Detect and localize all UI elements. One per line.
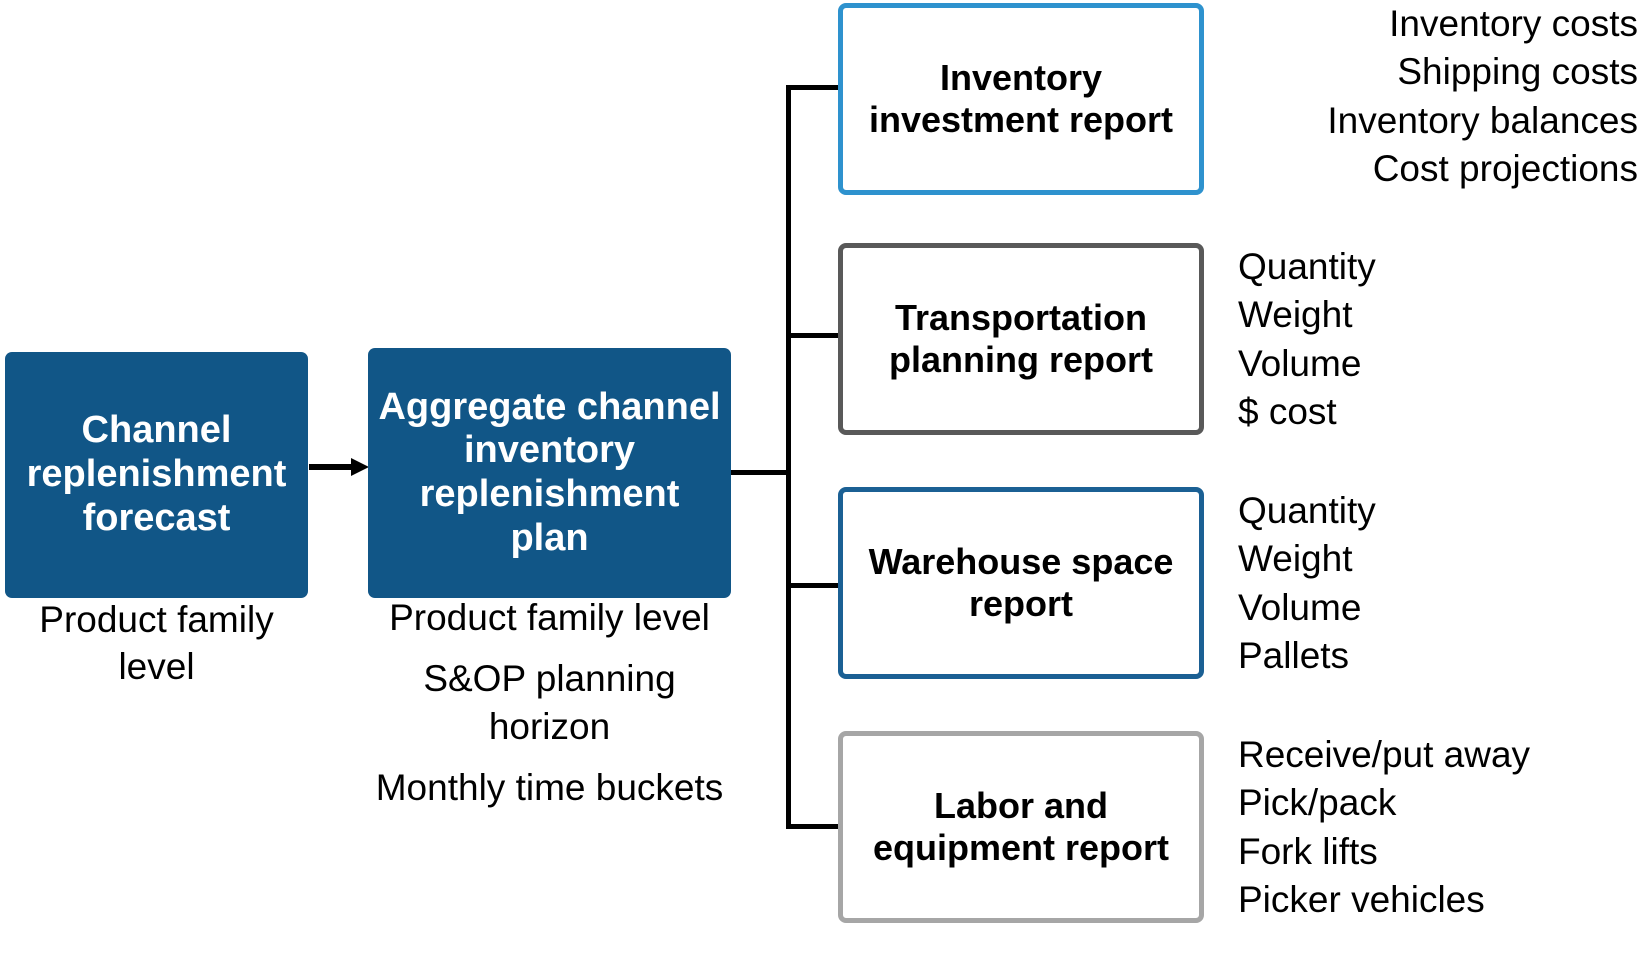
annotation-item: Pick/pack: [1238, 782, 1397, 824]
caption-line: Monthly time buckets: [375, 767, 724, 809]
connector-spine: [786, 85, 791, 827]
annotation-item: Inventory balances: [1327, 99, 1638, 141]
arrow-head: [351, 458, 369, 476]
annotation-list-transportation-planning-report: Quantity Weight Volume $ cost: [1238, 243, 1638, 437]
annotation-item: Volume: [1238, 586, 1362, 628]
annotation-item: Receive/put away: [1238, 734, 1531, 775]
annotation-item: $ cost: [1238, 391, 1337, 433]
caption-line: S&OP planning horizon: [423, 658, 676, 747]
annotation-item: Weight: [1238, 538, 1353, 580]
process-box-aggregate-channel-inventory-replenishment-plan[interactable]: Aggregate channel inventory replenishmen…: [368, 348, 731, 598]
report-box-warehouse-space-report[interactable]: Warehouse space report: [838, 487, 1204, 679]
report-box-label: Labor and equipment report: [872, 784, 1169, 868]
connector-branch-inventory: [786, 85, 843, 90]
report-box-inventory-investment-report[interactable]: Inventory investment report: [838, 3, 1204, 195]
annotation-item: Picker vehicles: [1238, 879, 1485, 921]
caption-line: Product family level: [39, 599, 274, 688]
annotation-item: Shipping costs: [1397, 51, 1638, 93]
report-box-label: Warehouse space report: [868, 540, 1174, 624]
report-box-label: Inventory investment report: [868, 56, 1174, 140]
annotation-list-inventory-investment-report: Inventory costs Shipping costs Inventory…: [1228, 0, 1638, 194]
connector-branch-transportation: [786, 333, 843, 338]
annotation-item: Volume: [1238, 342, 1362, 384]
annotation-item: Cost projections: [1372, 148, 1638, 190]
annotation-item: Quantity: [1238, 490, 1376, 531]
annotation-item: Fork lifts: [1238, 830, 1378, 872]
process-box-channel-replenishment-forecast[interactable]: Channel replenishment forecast: [5, 352, 308, 598]
caption-aggregate-plan: Product family level S&OP planning horiz…: [362, 594, 737, 811]
arrow-right-icon: [309, 458, 369, 476]
connector-stem: [731, 470, 791, 475]
annotation-list-warehouse-space-report: Quantity Weight Volume Pallets: [1238, 487, 1638, 681]
arrow-shaft: [309, 464, 355, 470]
annotation-list-labor-and-equipment-report: Receive/put away Pick/pack Fork lifts Pi…: [1238, 731, 1638, 925]
report-box-transportation-planning-report[interactable]: Transportation planning report: [838, 243, 1204, 435]
caption-channel-replenishment-forecast: Product family level: [5, 596, 308, 691]
report-box-label: Transportation planning report: [889, 296, 1153, 380]
connector-branch-warehouse: [786, 583, 843, 588]
connector-branch-labor: [786, 824, 843, 829]
report-box-labor-and-equipment-report[interactable]: Labor and equipment report: [838, 731, 1204, 923]
caption-line: Product family level: [389, 597, 710, 638]
annotation-item: Weight: [1238, 294, 1353, 336]
process-box-label: Aggregate channel inventory replenishmen…: [378, 385, 721, 559]
annotation-item: Pallets: [1238, 635, 1350, 677]
process-box-label: Channel replenishment forecast: [26, 409, 287, 539]
annotation-item: Quantity: [1238, 246, 1376, 287]
annotation-item: Inventory costs: [1389, 3, 1638, 44]
